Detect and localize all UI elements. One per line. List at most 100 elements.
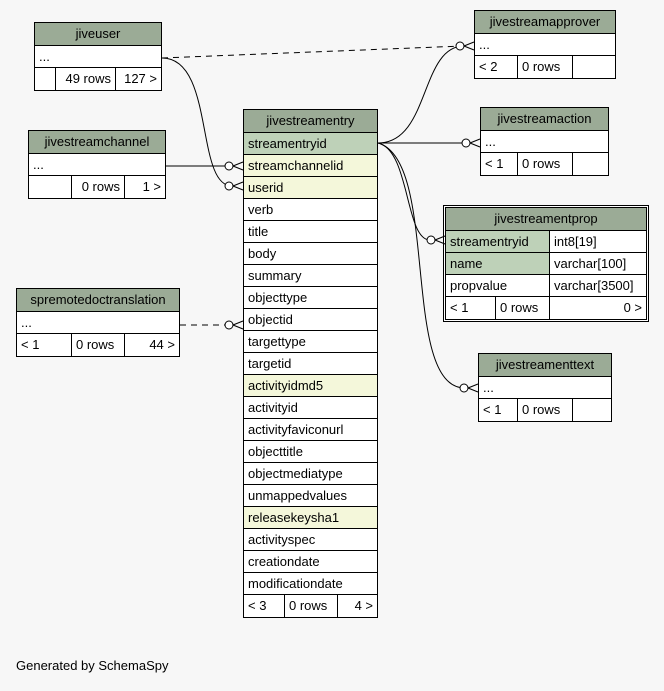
table-title: jivestreamentry — [244, 110, 377, 133]
optional-marker — [455, 41, 465, 51]
column-name: objecttitle — [248, 444, 303, 459]
column-type: varchar[100] — [554, 256, 627, 271]
column-ellipsis: ... — [33, 157, 44, 172]
optional-marker — [224, 181, 234, 191]
column-streamentryid: streamentryid — [244, 133, 377, 155]
column-name: modificationdate — [248, 576, 343, 591]
column-name: activityfaviconurl — [248, 422, 344, 437]
column-objecttype: objecttype — [244, 287, 377, 309]
column-body: body — [244, 243, 377, 265]
column-name: name — [446, 253, 550, 274]
table-jivestreamchannel[interactable]: jivestreamchannel ... 0 rows 1 > — [28, 130, 166, 199]
optional-marker — [461, 138, 471, 148]
table-meta-row: < 3 0 rows 4 > — [244, 595, 377, 617]
column-name: title — [248, 224, 269, 239]
meta-children: 4 > — [354, 598, 373, 613]
table-row: ... — [35, 46, 161, 68]
meta-rows: 0 rows — [72, 176, 125, 198]
meta-parents: < 3 — [244, 595, 285, 617]
column-modificationdate: modificationdate — [244, 573, 377, 595]
column-type: int8[19] — [554, 234, 597, 249]
column-unmappedvalues: unmappedvalues — [244, 485, 377, 507]
table-jivestreamentprop[interactable]: jivestreamentprop streamentryid int8[19]… — [443, 205, 649, 322]
table-title: spremotedoctranslation — [17, 289, 179, 312]
column-activityfaviconurl: activityfaviconurl — [244, 419, 377, 441]
column-name: objectmediatype — [248, 466, 343, 481]
column-name: activityspec — [248, 532, 316, 547]
relationship-jiveuser-approver — [161, 45, 463, 59]
column-name: userid — [248, 180, 284, 195]
table-jivestreamaction[interactable]: jivestreamaction ... < 1 0 rows — [480, 107, 609, 176]
table-row: ... — [475, 34, 615, 56]
column-ellipsis: ... — [39, 49, 50, 64]
meta-parents — [29, 176, 72, 198]
table-row: ... — [29, 154, 165, 176]
column-name: targettype — [248, 334, 306, 349]
crowfoot-marker — [232, 320, 244, 330]
meta-children: 0 > — [623, 300, 642, 315]
column-targettype: targettype — [244, 331, 377, 353]
table-jiveuser[interactable]: jiveuser ... 49 rows 127 > — [34, 22, 162, 91]
crowfoot-marker — [232, 181, 244, 191]
table-title: jiveuser — [35, 23, 161, 46]
relationship-entry-enttext — [377, 142, 466, 389]
relationship-jiveuser-userid — [161, 57, 233, 187]
column-name: body — [248, 246, 277, 261]
table-title: jivestreamapprover — [475, 11, 615, 34]
meta-rows: 0 rows — [72, 334, 125, 356]
table-meta-row: 0 rows 1 > — [29, 176, 165, 198]
crowfoot-marker — [469, 138, 481, 148]
meta-parents: < 1 — [481, 153, 518, 175]
column-name: objecttype — [248, 290, 308, 305]
meta-rows: 0 rows — [518, 153, 573, 175]
relationship-entry-approver — [377, 45, 465, 144]
column-objectid: objectid — [244, 309, 377, 331]
crowfoot-marker — [467, 383, 479, 393]
column-activityid: activityid — [244, 397, 377, 419]
meta-children: 127 > — [124, 71, 157, 86]
meta-parents: < 2 — [475, 56, 518, 78]
meta-parents — [35, 68, 56, 90]
table-meta-row: < 1 0 rows 0 > — [446, 297, 646, 319]
table-title: jivestreamentprop — [446, 208, 646, 231]
meta-rows: 0 rows — [496, 297, 550, 319]
optional-marker — [224, 320, 234, 330]
column-name: name varchar[100] — [446, 253, 646, 275]
meta-parents: < 1 — [479, 399, 518, 421]
column-name: activityid — [248, 400, 298, 415]
table-title: jivestreamchannel — [29, 131, 165, 154]
table-jivestreamentry[interactable]: jivestreamentry streamentryid streamchan… — [243, 109, 378, 618]
table-meta-row: < 2 0 rows — [475, 56, 615, 78]
column-ellipsis: ... — [479, 37, 490, 52]
table-spremotedoctranslation[interactable]: spremotedoctranslation ... < 1 0 rows 44… — [16, 288, 180, 357]
column-targetid: targetid — [244, 353, 377, 375]
column-userid: userid — [244, 177, 377, 199]
table-jivestreamenttext[interactable]: jivestreamenttext ... < 1 0 rows — [478, 353, 612, 422]
table-row: ... — [17, 312, 179, 334]
crowfoot-marker — [232, 161, 244, 171]
column-name: activityidmd5 — [248, 378, 324, 393]
meta-rows: 0 rows — [518, 56, 573, 78]
column-name: releasekeysha1 — [248, 510, 340, 525]
column-type: varchar[3500] — [554, 278, 634, 293]
column-activityspec: activityspec — [244, 529, 377, 551]
crowfoot-marker — [434, 235, 446, 245]
column-name: objectid — [248, 312, 293, 327]
table-jivestreamapprover[interactable]: jivestreamapprover ... < 2 0 rows — [474, 10, 616, 79]
table-meta-row: < 1 0 rows — [481, 153, 608, 175]
meta-parents: < 1 — [17, 334, 72, 356]
column-summary: summary — [244, 265, 377, 287]
column-creationdate: creationdate — [244, 551, 377, 573]
column-streamentryid: streamentryid int8[19] — [446, 231, 646, 253]
table-meta-row: < 1 0 rows — [479, 399, 611, 421]
column-name: summary — [248, 268, 302, 283]
column-name: verb — [248, 202, 274, 217]
column-name: streamentryid — [248, 136, 327, 151]
meta-rows: 0 rows — [518, 399, 573, 421]
generator-footer: Generated by SchemaSpy — [16, 658, 169, 673]
table-title: jivestreamaction — [481, 108, 608, 131]
column-activityidmd5: activityidmd5 — [244, 375, 377, 397]
table-meta-row: 49 rows 127 > — [35, 68, 161, 90]
